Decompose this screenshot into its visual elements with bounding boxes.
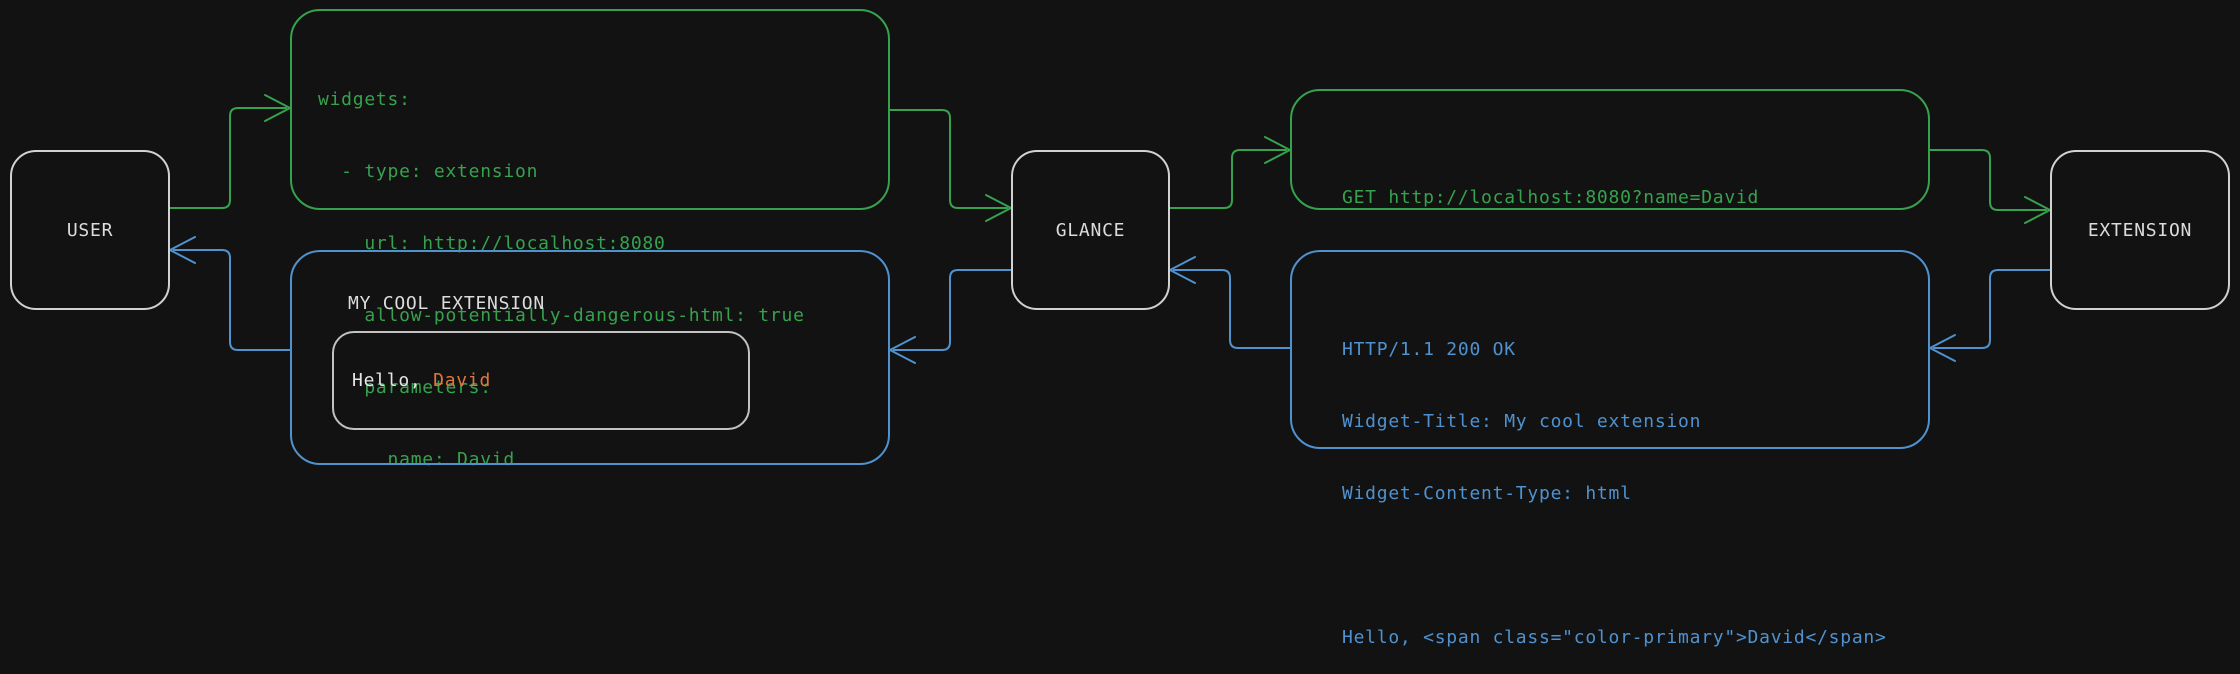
config-yaml-line: url: http://localhost:8080 [318,233,666,254]
http-request-box: GET http://localhost:8080?name=David [1290,89,1930,210]
extension-node-label: EXTENSION [2087,219,2193,241]
arrow-head-left-icon [169,236,196,264]
http-response-line: HTTP/1.1 200 OK [1342,339,1516,360]
arrow-response-to-glance [1169,256,1291,349]
glance-node-label: GLANCE [1055,219,1126,241]
widget-content-box: Hello, David [332,331,750,430]
arrow-head-left-icon [1929,334,1956,362]
extension-node: EXTENSION [2050,150,2230,310]
arrow-head-left-icon [1169,256,1196,284]
arrow-widget-to-user [169,236,291,351]
widget-title: MY COOL EXTENSION [348,293,545,314]
arrow-config-to-glance [889,109,1012,222]
arrow-head-right-icon [985,194,1012,222]
user-node-label: USER [66,219,114,241]
glance-node: GLANCE [1011,150,1170,310]
arrow-user-to-config [169,94,291,209]
arrow-head-left-icon [889,336,916,364]
user-node: USER [10,150,170,310]
http-request-line: GET http://localhost:8080?name=David [1342,187,1760,208]
config-yaml-line: allow-potentially-dangerous-html: true [318,305,805,326]
arrow-head-right-icon [1264,136,1291,164]
http-response-line: Widget-Content-Type: html [1342,483,1632,504]
http-response-box: HTTP/1.1 200 OK Widget-Title: My cool ex… [1290,250,1930,648]
arrow-glance-to-widget [889,269,1012,364]
greeting-text: Hello, [352,370,434,391]
arrow-request-to-extension [1929,149,2051,224]
widget-preview-box: MY COOL EXTENSION Hello, David [290,250,890,465]
config-yaml-line: - type: extension [318,161,539,182]
http-response-line: Hello, <span class="color-primary">David… [1342,627,1887,648]
arrow-head-right-icon [2024,196,2051,224]
config-yaml-box: widgets: - type: extension url: http://l… [290,9,890,470]
arrow-glance-to-request [1169,136,1291,209]
arrow-head-right-icon [264,94,291,122]
config-yaml-line: widgets: [318,89,411,110]
config-yaml-line: parameters: [318,377,492,398]
greeting-name: David [433,370,492,391]
http-response-line [1342,554,1928,578]
http-response-line: Widget-Title: My cool extension [1342,411,1702,432]
arrow-extension-to-response [1929,269,2051,362]
